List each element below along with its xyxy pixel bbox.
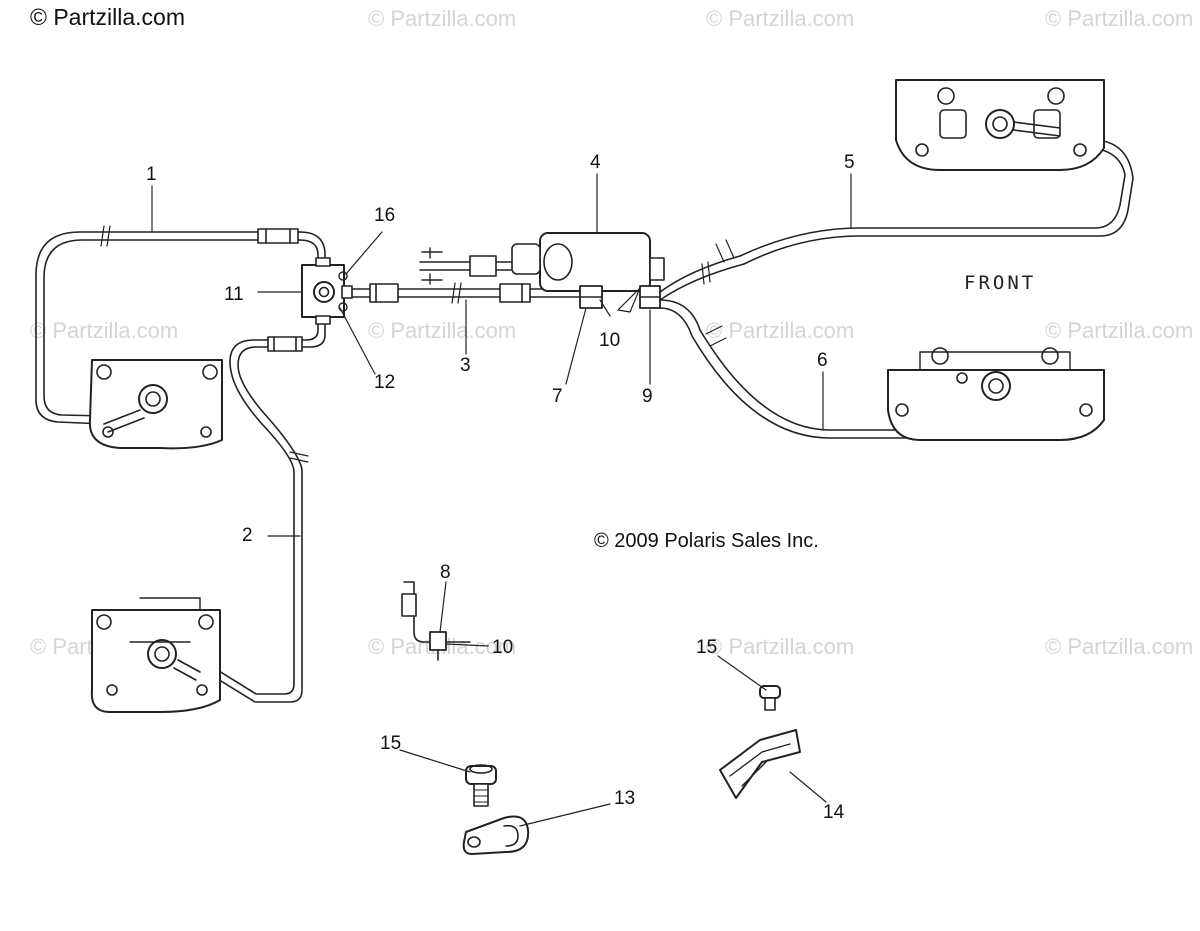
callout-1[interactable]: 1 (146, 164, 157, 185)
watermark: © Partzilla.com (1045, 6, 1194, 31)
callout-14[interactable]: 14 (823, 802, 845, 823)
watermark: © Partzilla.com (706, 6, 855, 31)
master-cylinder (419, 232, 665, 292)
callout-3[interactable]: 3 (460, 355, 471, 376)
brake-line-1 (35, 225, 326, 425)
distribution-block (301, 257, 353, 325)
watermark: © Partzilla.com (706, 634, 855, 659)
brake-switch-8 (401, 581, 471, 661)
brake-line-2 (189, 314, 326, 703)
caliper-rear-right (887, 347, 1105, 441)
callout-15[interactable]: 15 (380, 733, 402, 754)
callout-5[interactable]: 5 (844, 152, 855, 173)
bracket-14 (719, 729, 801, 799)
watermark: © Partzilla.com (30, 318, 179, 343)
callout-4[interactable]: 4 (590, 152, 601, 173)
copyright-text: © 2009 Polaris Sales Inc. (594, 530, 819, 552)
callout-9[interactable]: 9 (642, 386, 653, 407)
callout-10[interactable]: 10 (599, 330, 621, 351)
callout-11[interactable]: 11 (224, 284, 244, 305)
leader-lines (151, 173, 852, 827)
callout-2[interactable]: 2 (242, 525, 253, 546)
fitting-9 (599, 285, 661, 317)
callout-10[interactable]: 10 (492, 637, 514, 658)
fitting-7 (579, 285, 603, 309)
callout-12[interactable]: 12 (374, 372, 396, 393)
brake-line-3 (351, 282, 581, 304)
watermark: © Partzilla.com (368, 318, 517, 343)
callout-6[interactable]: 6 (817, 350, 828, 371)
caliper-rear-left (88, 359, 223, 450)
caliper-front-left (90, 597, 221, 713)
watermark: © Partzilla.com (706, 318, 855, 343)
bolt-15-right (759, 685, 781, 711)
clamp-13 (462, 815, 530, 855)
callout-15[interactable]: 15 (696, 637, 718, 658)
brake-line-6 (659, 299, 973, 439)
brake-line-5 (659, 137, 1134, 301)
callout-13[interactable]: 13 (614, 788, 636, 809)
site-watermark: © Partzilla.com (30, 4, 185, 30)
watermark: © Partzilla.com (368, 6, 517, 31)
watermark: © Partzilla.com (1045, 318, 1194, 343)
callout-8[interactable]: 8 (440, 562, 451, 583)
caliper-front-right (895, 79, 1105, 171)
watermark: © Partzilla.com (1045, 634, 1194, 659)
callout-7[interactable]: 7 (552, 386, 563, 407)
bolt-15-left (465, 764, 497, 807)
front-label: FRONT (964, 272, 1037, 294)
callout-16[interactable]: 16 (374, 205, 396, 226)
